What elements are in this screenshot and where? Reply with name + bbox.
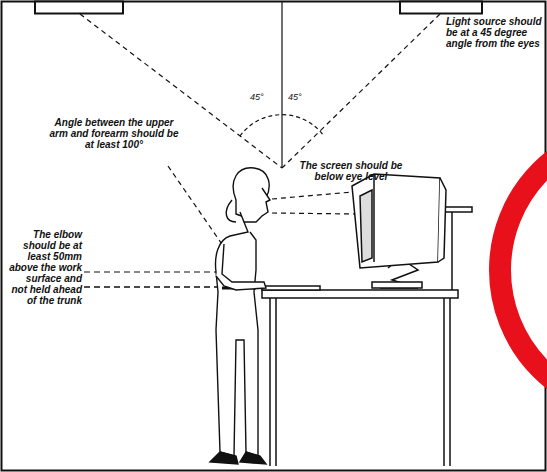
sight-line xyxy=(272,213,356,214)
leader-line xyxy=(168,166,226,250)
light-fitting xyxy=(400,2,482,14)
monitor xyxy=(352,174,446,288)
sight-line xyxy=(272,192,352,199)
note-text: The elbow should be at least 50mm above … xyxy=(8,229,82,306)
person xyxy=(210,168,270,464)
sign-ring xyxy=(500,130,547,410)
light-fitting xyxy=(35,2,123,14)
light-ray xyxy=(282,14,440,168)
keyboard xyxy=(262,286,320,290)
note-text: Light source should be at a 45 degree an… xyxy=(446,16,542,49)
angle-arc xyxy=(240,115,324,136)
leader-line xyxy=(84,271,228,272)
angle-label: 45° xyxy=(250,92,276,103)
note-text: Angle between the upper arm and forearm … xyxy=(44,117,184,150)
note-text: The screen should be below eye level xyxy=(286,160,416,182)
angle-label: 45° xyxy=(288,92,314,103)
vertical-line xyxy=(281,2,282,168)
